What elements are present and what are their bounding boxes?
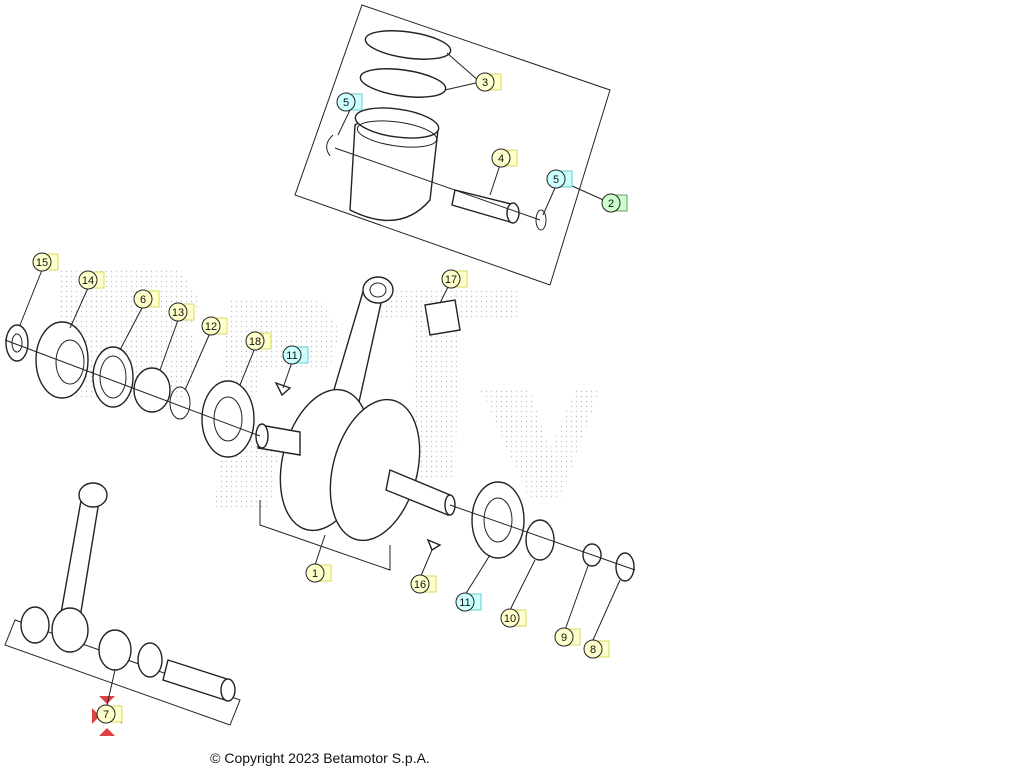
- conrod-kit-pin: [162, 659, 231, 701]
- circlip-right: [535, 209, 547, 231]
- piston-pin: [451, 189, 516, 223]
- callout-label: 14: [82, 275, 94, 287]
- callout-8[interactable]: 8: [583, 639, 610, 659]
- piston-group: [294, 4, 611, 286]
- needle-bearing: [424, 299, 461, 336]
- piston-ring-top: [364, 30, 452, 60]
- main-bearing-right: [471, 481, 525, 559]
- woodruff-key-right: [426, 538, 442, 552]
- callout-label: 11: [459, 597, 470, 609]
- callout-2[interactable]: 2: [601, 193, 628, 213]
- callout-13[interactable]: 13: [168, 302, 195, 322]
- callout-1[interactable]: 1: [305, 563, 332, 583]
- copyright-text: © Copyright 2023 Betamotor S.p.A.: [210, 750, 430, 766]
- piston-ring-second: [359, 68, 447, 98]
- left-side-parts: [4, 321, 292, 458]
- callout-11[interactable]: 11: [455, 592, 482, 612]
- diagram-canvas: 3 5 4 5 2 15 14 6 13 12 18 11 17 1 16 11 10 9 8 7: [4, 4, 636, 736]
- conrod-kit-washer-1: [20, 606, 50, 644]
- callout-7[interactable]: 7: [96, 704, 123, 724]
- callout-14[interactable]: 14: [78, 270, 105, 290]
- gear: [35, 321, 89, 399]
- woodruff-key-left: [274, 381, 292, 397]
- callout-label: 10: [504, 613, 516, 625]
- o-ring: [169, 386, 191, 420]
- callout-label: 17: [445, 274, 457, 286]
- callout-12[interactable]: 12: [201, 316, 228, 336]
- callout-label: 18: [249, 336, 261, 348]
- callout-label: 12: [205, 321, 217, 333]
- callout-label: 7: [103, 709, 109, 721]
- callout-17[interactable]: 17: [441, 269, 468, 289]
- callout-16[interactable]: 16: [410, 574, 437, 594]
- right-side-parts: [259, 481, 636, 582]
- callout-label: 5: [553, 174, 559, 186]
- callout-label: 5: [343, 97, 349, 109]
- callout-5[interactable]: 5: [546, 169, 573, 189]
- callout-label: 11: [286, 350, 297, 362]
- callout-10[interactable]: 10: [500, 608, 527, 628]
- callout-layer: 3 5 4 5 2 15 14 6 13 12 18 11 17 1 16 11 10 9 8 7: [32, 72, 628, 724]
- callout-label: 16: [414, 579, 426, 591]
- callout-label: 4: [498, 153, 504, 165]
- callout-label: 2: [608, 198, 614, 210]
- callout-11[interactable]: 11: [282, 345, 309, 365]
- callout-15[interactable]: 15: [32, 252, 59, 272]
- conrod-kit-bearing: [98, 629, 132, 671]
- conrod-kit-washer-2: [137, 642, 163, 678]
- oil-seal: [92, 346, 134, 408]
- callout-3[interactable]: 3: [475, 72, 502, 92]
- callout-4[interactable]: 4: [491, 148, 518, 168]
- main-bearing-left: [201, 380, 255, 458]
- callout-6[interactable]: 6: [133, 289, 160, 309]
- spacer: [133, 367, 171, 413]
- oil-seal-right: [525, 519, 555, 561]
- exploded-diagram: 3 5 4 5 2 15 14 6 13 12 18 11 17 1 16 11 10 9 8 7: [4, 4, 636, 736]
- nut: [5, 324, 29, 362]
- callout-label: 13: [172, 307, 184, 319]
- callout-label: 1: [312, 568, 318, 580]
- circlip-left: [326, 134, 334, 157]
- crankshaft: [255, 276, 461, 542]
- conrod-kit: [4, 482, 241, 736]
- callout-label: 6: [140, 294, 146, 306]
- callout-18[interactable]: 18: [245, 331, 272, 351]
- callout-9[interactable]: 9: [554, 627, 581, 647]
- callout-5[interactable]: 5: [336, 92, 363, 112]
- callout-label: 8: [590, 644, 596, 656]
- callout-label: 15: [36, 257, 48, 269]
- callout-label: 9: [561, 632, 567, 644]
- callout-label: 3: [482, 77, 488, 89]
